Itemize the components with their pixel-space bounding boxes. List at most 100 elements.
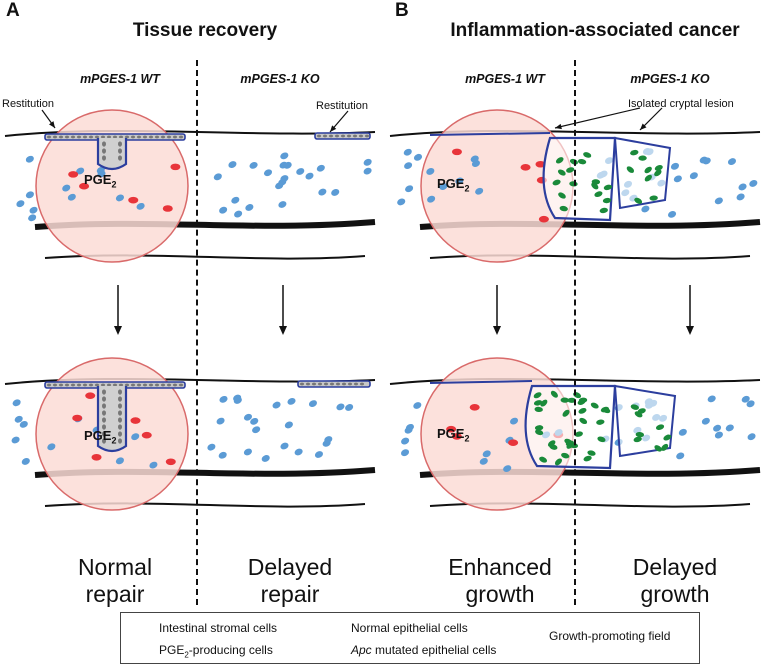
pge-producing-cell xyxy=(451,433,462,440)
stromal-cell xyxy=(670,162,680,170)
stromal-cell xyxy=(249,161,258,169)
epithelial-nucleus xyxy=(89,383,93,387)
epithelial-nucleus xyxy=(118,431,122,437)
epithelial-nucleus xyxy=(65,383,69,387)
stromal-cell xyxy=(668,210,677,218)
epithelial-nucleus xyxy=(323,134,327,138)
epithelial-nucleus xyxy=(330,382,334,386)
apc-mutated-cell xyxy=(578,407,587,414)
pge-producing-cell xyxy=(68,171,79,178)
epithelial-nucleus xyxy=(95,135,99,139)
epithelial-nucleus xyxy=(149,135,153,139)
stromal-cell xyxy=(714,431,723,439)
epithelial-nucleus xyxy=(118,403,122,409)
apc-mutated-cell xyxy=(583,152,592,158)
stromal-cell xyxy=(263,169,273,177)
pointer-head xyxy=(330,125,337,132)
apc-mutated-cell xyxy=(597,436,606,443)
apc-mutated-cell xyxy=(654,169,662,177)
apc-mutated-cell xyxy=(590,402,599,409)
epithelial-nucleus xyxy=(317,134,321,138)
stromal-cell xyxy=(115,457,124,465)
epithelial-nucleus xyxy=(71,135,75,139)
epithelial-nucleus xyxy=(77,383,81,387)
apc-mutated-cell xyxy=(562,409,570,417)
apc-mutated-cell xyxy=(583,455,592,462)
tumor-mass-wt xyxy=(542,136,617,222)
pointer-head xyxy=(49,121,55,128)
stromal-cell xyxy=(294,448,303,456)
pge-producing-cell xyxy=(85,392,96,399)
stromal-cell xyxy=(707,395,716,403)
stromal-cell xyxy=(725,424,734,432)
panel-b-pge-bottom: PGE2 xyxy=(437,426,470,444)
stromal-cell xyxy=(308,400,318,408)
stromal-cell xyxy=(231,196,240,204)
stromal-cell xyxy=(219,395,228,403)
panel-b-wt-label: mPGES-1 WT xyxy=(465,72,545,86)
apc-mutated-cell xyxy=(654,445,662,452)
stromal-cell xyxy=(233,394,242,402)
stromal-cell xyxy=(62,184,71,192)
legend-producing-label: PGE2-producing cells xyxy=(159,643,273,660)
epithelial-nucleus xyxy=(102,396,106,402)
epithelial-nucleus xyxy=(155,135,159,139)
epithelial-nucleus xyxy=(102,431,106,437)
epithelial-nucleus xyxy=(71,383,75,387)
crypt xyxy=(96,138,128,171)
stromal-cell xyxy=(216,417,225,425)
stromal-cell xyxy=(471,160,481,168)
apc-mutated-cell xyxy=(577,399,586,405)
apc-mutated-cell xyxy=(649,195,658,201)
pge-producing-cell xyxy=(451,148,462,156)
stromal-cell xyxy=(25,155,34,163)
stromal-cell xyxy=(29,206,38,214)
pge-producing-cell xyxy=(535,160,546,168)
apc-mutated-cell xyxy=(534,406,543,413)
pge-producing-cell xyxy=(141,431,152,439)
stromal-cell xyxy=(363,167,372,175)
pge-producing-cell xyxy=(79,182,90,190)
apc-mutated-cell xyxy=(594,191,603,197)
stromal-cell xyxy=(747,433,756,441)
stromal-cell xyxy=(213,173,222,181)
epithelial-nucleus xyxy=(118,148,122,154)
epithelial-nucleus xyxy=(167,135,171,139)
apc-mutated-cell xyxy=(630,404,639,410)
stromal-cell xyxy=(207,443,216,451)
stromal-cell xyxy=(736,193,745,201)
stromal-cell xyxy=(21,458,30,465)
epithelial-nucleus xyxy=(161,135,165,139)
pointer-line xyxy=(554,107,641,129)
epithelial-nucleus xyxy=(335,134,339,138)
pge-producing-cell xyxy=(72,414,83,422)
apc-mutated-cell xyxy=(591,179,601,185)
stromal-cell xyxy=(403,148,412,156)
panel-a-wt-label: mPGES-1 WT xyxy=(80,72,160,86)
stromal-cell xyxy=(427,195,436,203)
apc-mutated-cell xyxy=(634,197,643,204)
apc-mutated-cell xyxy=(533,392,542,399)
stromal-cell xyxy=(345,404,354,411)
stromal-cell xyxy=(218,451,227,459)
epithelial-nucleus xyxy=(131,383,135,387)
apc-mutated-cell xyxy=(550,390,558,398)
epithelial-nucleus xyxy=(173,383,177,387)
epithelial-nucleus xyxy=(102,403,106,409)
epithelial-nucleus xyxy=(143,383,147,387)
stromal-cell xyxy=(136,202,145,210)
epithelial-nucleus xyxy=(125,383,129,387)
epithelial-nucleus xyxy=(118,141,122,147)
pge-producing-cell xyxy=(446,425,457,433)
panel-a-title: Tissue recovery xyxy=(132,20,278,41)
panel-b-pge-top: PGE2 xyxy=(437,176,470,194)
stromal-cell xyxy=(405,185,414,193)
stromal-cell xyxy=(314,451,323,458)
stromal-cell xyxy=(272,401,281,409)
apc-mutated-cell xyxy=(574,431,583,437)
epithelial-nucleus xyxy=(83,135,87,139)
epithelial-nucleus xyxy=(118,438,122,444)
epithelial-nucleus xyxy=(167,383,171,387)
stromal-cell xyxy=(280,152,289,160)
